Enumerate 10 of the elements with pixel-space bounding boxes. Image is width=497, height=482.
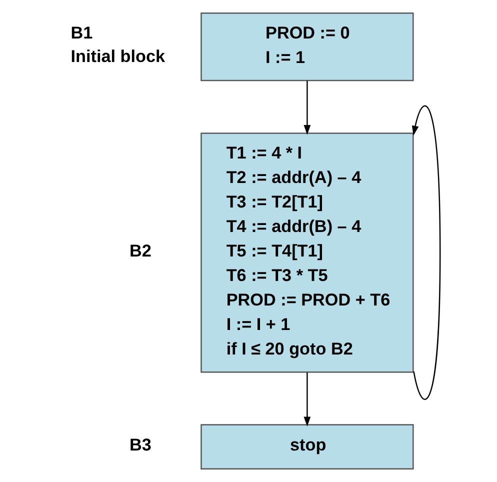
arrow xyxy=(303,80,310,135)
node-label: B1 xyxy=(70,22,92,43)
arrow xyxy=(411,106,440,400)
arrow xyxy=(303,372,310,427)
node-box: T1 := 4 * I T2 := addr(A) – 4 T3 := T2[T1] T4 := addr(B) – 4 T5 := T4[T1] T6 := T3 * T5 PROD := PROD + T6 I := I + 1 if I ≤ 20 goto B2 xyxy=(200,132,414,373)
node-label: B3 xyxy=(129,434,151,455)
node-box: stop xyxy=(200,424,414,470)
node-label: B2 xyxy=(129,240,151,261)
node-label: Initial block xyxy=(70,46,165,66)
node-box: PROD := 0 I := 1 xyxy=(200,12,414,82)
